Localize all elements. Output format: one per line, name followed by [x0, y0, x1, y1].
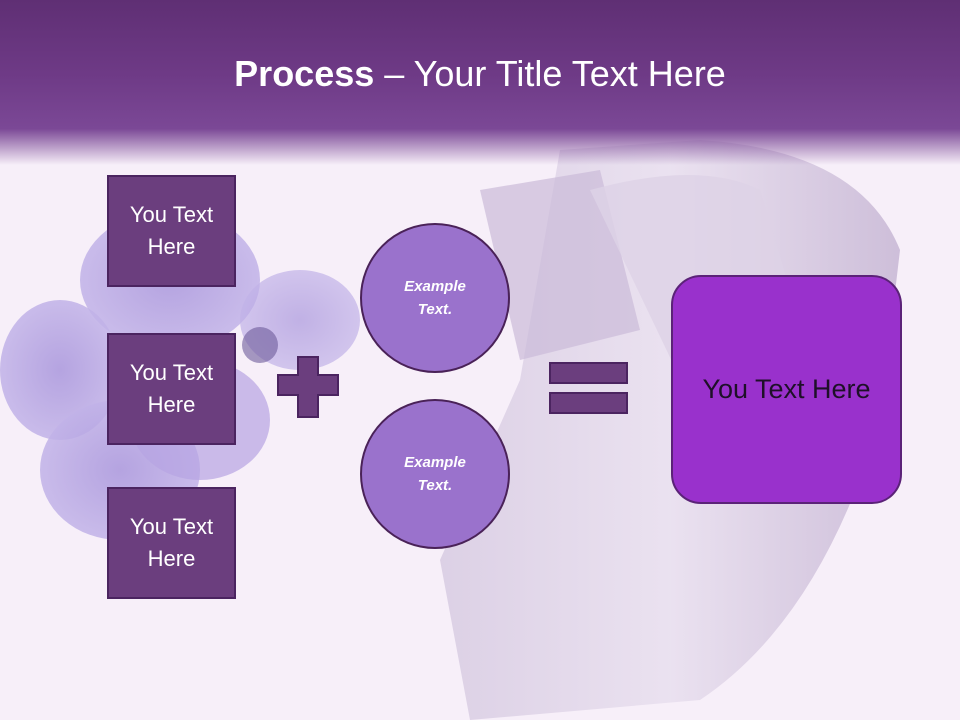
circle-label: Example Text.: [404, 278, 466, 318]
input-box-1: You Text Here: [107, 175, 236, 287]
slide-title: Process – Your Title Text Here: [0, 50, 960, 98]
input-box-label: You Text Here: [129, 360, 214, 417]
title-bold: Process: [234, 53, 375, 94]
input-box-label: You Text Here: [129, 202, 214, 259]
input-box-3: You Text Here: [107, 487, 236, 599]
title-bar: [0, 0, 960, 165]
example-circle-1: Example Text.: [360, 223, 510, 373]
input-box-label: You Text Here: [129, 514, 214, 571]
title-rest: – Your Title Text Here: [374, 53, 726, 94]
result-box: You Text Here: [671, 275, 902, 504]
example-circle-2: Example Text.: [360, 399, 510, 549]
result-label: You Text Here: [702, 374, 871, 404]
input-box-2: You Text Here: [107, 333, 236, 445]
circle-label: Example Text.: [404, 454, 466, 494]
